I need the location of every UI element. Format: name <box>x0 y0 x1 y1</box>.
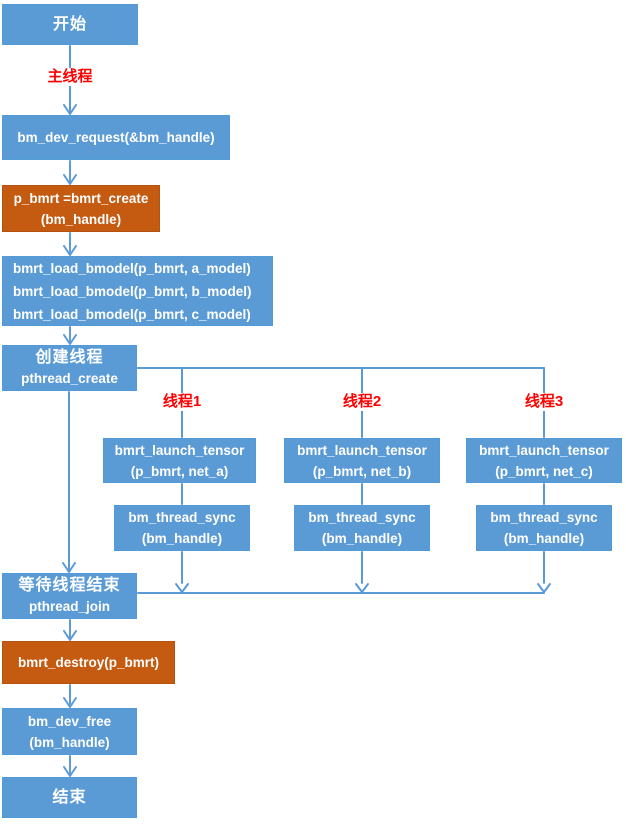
node-load-bmodel: bmrt_load_bmodel(p_bmrt, a_model) bmrt_l… <box>2 256 273 326</box>
node-thread-sync-2-line1: bm_thread_sync <box>308 510 416 525</box>
node-create-thread-line2: pthread_create <box>21 371 118 386</box>
thread2-label: 线程2 <box>330 393 394 411</box>
node-create-thread-line1: 创建线程 <box>35 349 104 366</box>
arrow-devrequest-to-bmrtcreate <box>63 160 77 185</box>
node-dev-request-label: bm_dev_request(&bm_handle) <box>17 130 215 145</box>
node-dev-request: bm_dev_request(&bm_handle) <box>2 115 230 160</box>
node-launch-tensor-1-line1: bmrt_launch_tensor <box>114 442 245 458</box>
node-create-thread: 创建线程 pthread_create <box>2 345 137 391</box>
node-launch-tensor-3-line1: bmrt_launch_tensor <box>479 442 609 458</box>
node-load-bmodel-line1: bmrt_load_bmodel(p_bmrt, a_model) <box>13 260 251 276</box>
node-launch-tensor-1: bmrt_launch_tensor (p_bmrt, net_a) <box>103 438 256 483</box>
node-start: 开始 <box>2 4 138 45</box>
node-start-label: 开始 <box>52 16 87 33</box>
node-thread-sync-1: bm_thread_sync (bm_handle) <box>114 505 250 551</box>
node-dev-free-line2: (bm_handle) <box>29 734 110 750</box>
node-thread-sync-1-line1: bm_thread_sync <box>128 510 236 525</box>
node-dev-free-line1: bm_dev_free <box>27 713 112 729</box>
node-bmrt-destroy-label: bmrt_destroy(p_bmrt) <box>17 655 160 670</box>
arrow-bmrtcreate-to-loadbmodel <box>63 232 77 256</box>
arrow-join-to-destroy <box>63 619 77 641</box>
node-launch-tensor-3-line2: (p_bmrt, net_c) <box>495 463 593 479</box>
node-thread-sync-2-line2: (bm_handle) <box>321 531 403 546</box>
node-pthread-join-line1: 等待线程结束 <box>18 577 121 594</box>
node-bmrt-destroy: bmrt_destroy(p_bmrt) <box>2 641 175 684</box>
thread3-label: 线程3 <box>512 393 576 411</box>
node-bmrt-create-line1: p_bmrt =bmrt_create <box>13 190 149 206</box>
node-bmrt-create: p_bmrt =bmrt_create (bm_handle) <box>2 185 160 232</box>
arrow-destroy-to-devfree <box>63 684 77 708</box>
node-load-bmodel-line3: bmrt_load_bmodel(p_bmrt, c_model) <box>13 306 251 322</box>
node-thread-sync-3: bm_thread_sync (bm_handle) <box>476 505 612 551</box>
thread1-label: 线程1 <box>150 393 214 411</box>
arrow-loadbmodel-to-createthread <box>63 326 77 345</box>
main-thread-label: 主线程 <box>35 68 105 86</box>
node-thread-sync-3-line2: (bm_handle) <box>503 531 585 546</box>
node-pthread-join-line2: pthread_join <box>28 599 110 614</box>
arrow-devfree-to-end <box>63 755 77 777</box>
node-thread-sync-1-line2: (bm_handle) <box>141 531 223 546</box>
node-launch-tensor-2: bmrt_launch_tensor (p_bmrt, net_b) <box>284 438 440 483</box>
node-launch-tensor-3: bmrt_launch_tensor (p_bmrt, net_c) <box>466 438 622 483</box>
node-load-bmodel-line2: bmrt_load_bmodel(p_bmrt, b_model) <box>13 283 252 299</box>
node-launch-tensor-1-line2: (p_bmrt, net_a) <box>130 463 229 479</box>
node-thread-sync-2: bm_thread_sync (bm_handle) <box>294 505 430 551</box>
line-launch-to-sync <box>181 483 545 505</box>
node-dev-free: bm_dev_free (bm_handle) <box>2 708 137 755</box>
node-end-label: 结束 <box>52 789 87 806</box>
node-pthread-join: 等待线程结束 pthread_join <box>2 573 137 619</box>
node-end: 结束 <box>2 777 137 818</box>
node-thread-sync-3-line1: bm_thread_sync <box>490 510 598 525</box>
node-bmrt-create-line2: (bm_handle) <box>40 211 122 227</box>
node-launch-tensor-2-line1: bmrt_launch_tensor <box>297 442 427 458</box>
node-launch-tensor-2-line2: (p_bmrt, net_b) <box>312 463 412 479</box>
join-line-threads <box>137 551 551 594</box>
arrow-createthread-to-join <box>62 391 76 573</box>
